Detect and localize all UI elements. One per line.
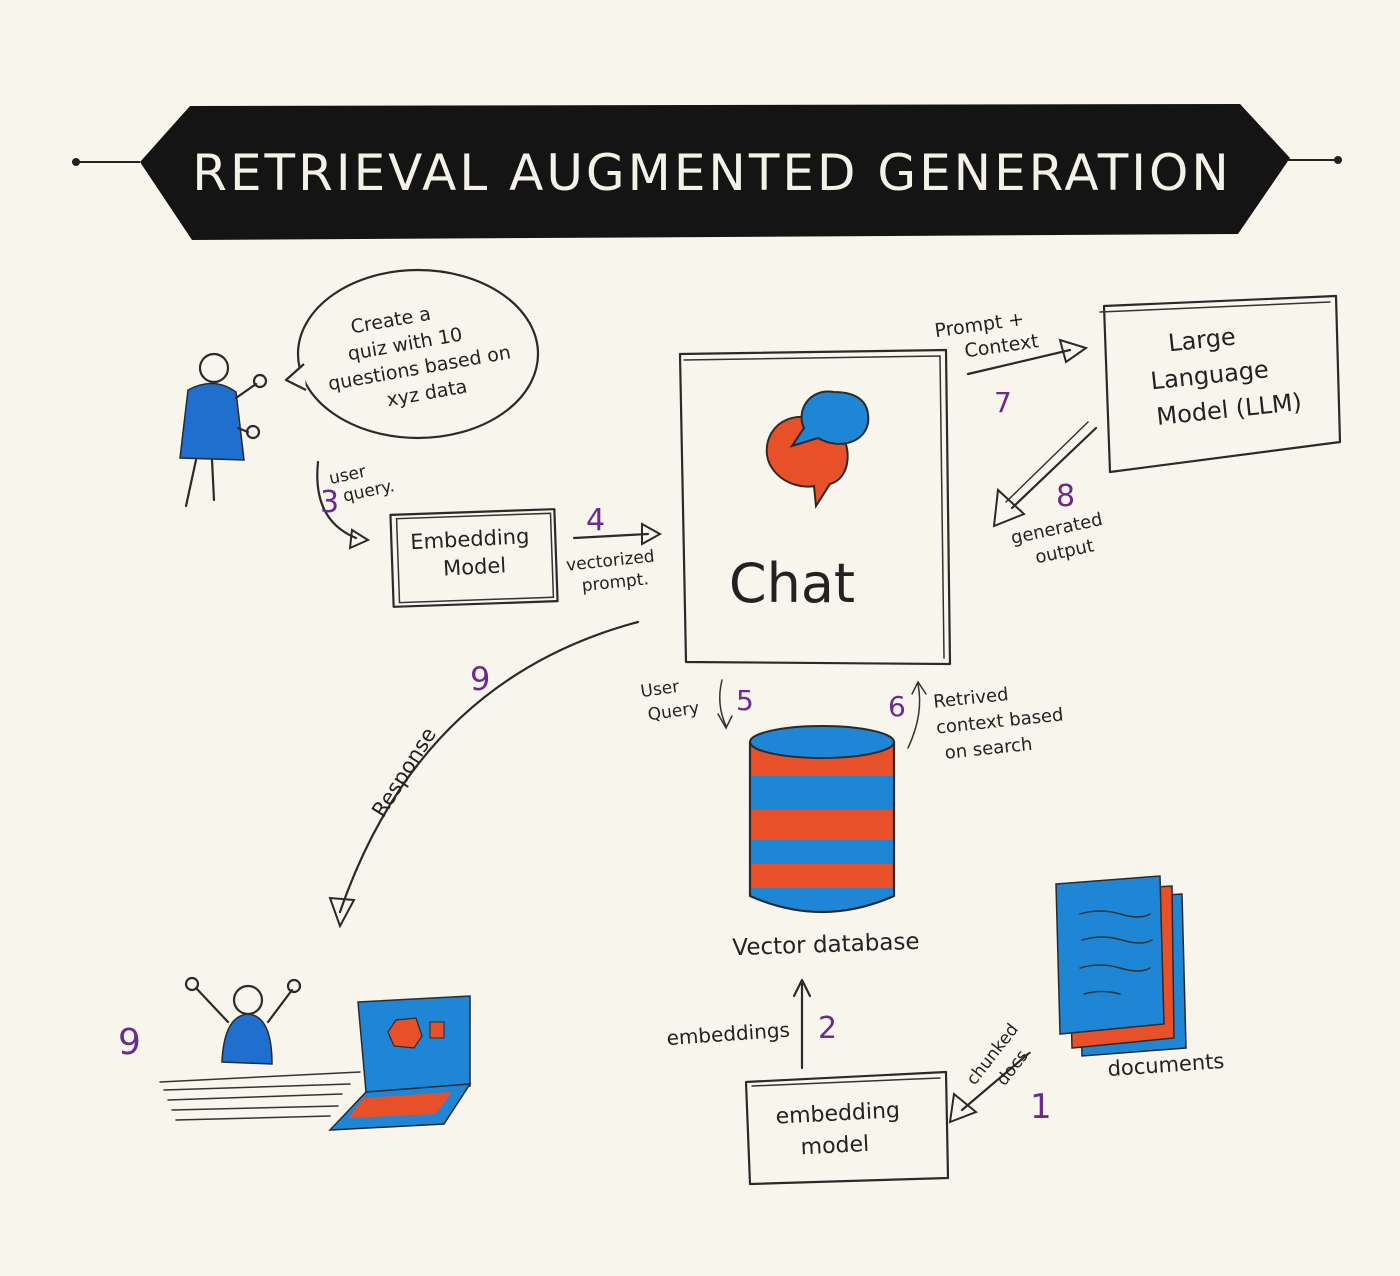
step-7-prompt-context: Prompt + Context 7 — [933, 306, 1089, 419]
laptop-icon — [328, 995, 472, 1131]
speech-bubble-text: Create a quiz with 10 questions based on… — [317, 289, 523, 421]
user-query-5-line-2: Query — [647, 698, 701, 725]
vectorized-line-2: prompt. — [581, 569, 650, 596]
vector-database-icon — [748, 725, 896, 914]
step-8-number: 8 — [1056, 479, 1075, 514]
page-title: RETRIEVAL AUGMENTED GENERATION — [192, 144, 1232, 202]
embedding-bottom-line-2: model — [800, 1132, 870, 1161]
documents-label: documents — [1107, 1049, 1225, 1081]
llm-label: Large Language Model (LLM) — [1145, 316, 1303, 431]
embedding-top-line-1: Embedding — [410, 524, 530, 554]
step-8-generated-output: 8 generated output — [992, 421, 1115, 573]
vector-database-label: Vector database — [732, 929, 920, 962]
embeddings-label: embeddings — [666, 1018, 791, 1051]
prompt-context-label: Prompt + Context — [933, 306, 1040, 366]
llm-line-1: Large — [1167, 322, 1237, 357]
llm-line-2: Language — [1149, 355, 1270, 395]
embedding-top-line-2: Model — [443, 553, 507, 580]
retrieved-context-label: Retrived context based on search — [932, 678, 1073, 765]
step-4-number: 4 — [586, 503, 605, 538]
step-9-number-top: 9 — [470, 660, 490, 698]
step-3-number: 3 — [320, 485, 339, 520]
user-query-5-line-1: User — [639, 677, 680, 702]
step-6-number: 6 — [888, 690, 906, 723]
step-5-number: 5 — [736, 684, 754, 717]
step-1-chunked-docs: chunked docs. 1 — [948, 1020, 1052, 1127]
step-5-user-query: User Query 5 — [639, 675, 754, 730]
step-6-retrieved-context: 6 Retrived context based on search — [888, 678, 1073, 765]
response-label: Response — [367, 723, 441, 821]
embedding-bottom-line-1: embedding — [775, 1098, 901, 1129]
chat-label: Chat — [729, 552, 855, 615]
llm-line-3: Model (LLM) — [1155, 388, 1303, 431]
user-receiving-figure: 9 — [118, 976, 361, 1121]
title-banner: RETRIEVAL AUGMENTED GENERATION — [72, 104, 1342, 240]
step-3-user-query: 3 user query. — [316, 460, 396, 550]
user-query-5-label: User Query — [639, 675, 700, 726]
llm-box: Large Language Model (LLM) — [1099, 294, 1342, 474]
embedding-model-bottom-box: embedding model — [744, 1070, 950, 1186]
generated-output-label: generated output — [1009, 508, 1115, 573]
user-asking-figure — [179, 352, 268, 508]
chat-bubbles-icon — [765, 390, 870, 509]
speech-bubble: Create a quiz with 10 questions based on… — [284, 268, 540, 440]
step-7-number: 7 — [994, 386, 1012, 419]
embedding-model-top-box: Embedding Model — [389, 508, 559, 608]
retrieved-line-3: on search — [944, 734, 1034, 764]
step-4-vectorized-prompt: 4 vectorized prompt. — [565, 503, 663, 598]
step-2-embeddings: embeddings 2 — [666, 978, 837, 1070]
step-2-number: 2 — [818, 1011, 837, 1046]
embedding-model-bottom-label: embedding model — [775, 1098, 909, 1162]
embedding-model-top-label: Embedding Model — [410, 524, 538, 583]
desk-lines — [159, 1071, 361, 1121]
step-9-response: 9 Response — [328, 620, 640, 929]
documents-icon — [1055, 875, 1187, 1057]
retrieved-line-1: Retrived — [932, 684, 1009, 713]
step-9-number-bottom: 9 — [118, 1022, 141, 1063]
step-1-number: 1 — [1030, 1087, 1052, 1127]
chat-box: Chat — [678, 348, 952, 666]
vectorized-prompt-label: vectorized prompt. — [565, 546, 663, 598]
